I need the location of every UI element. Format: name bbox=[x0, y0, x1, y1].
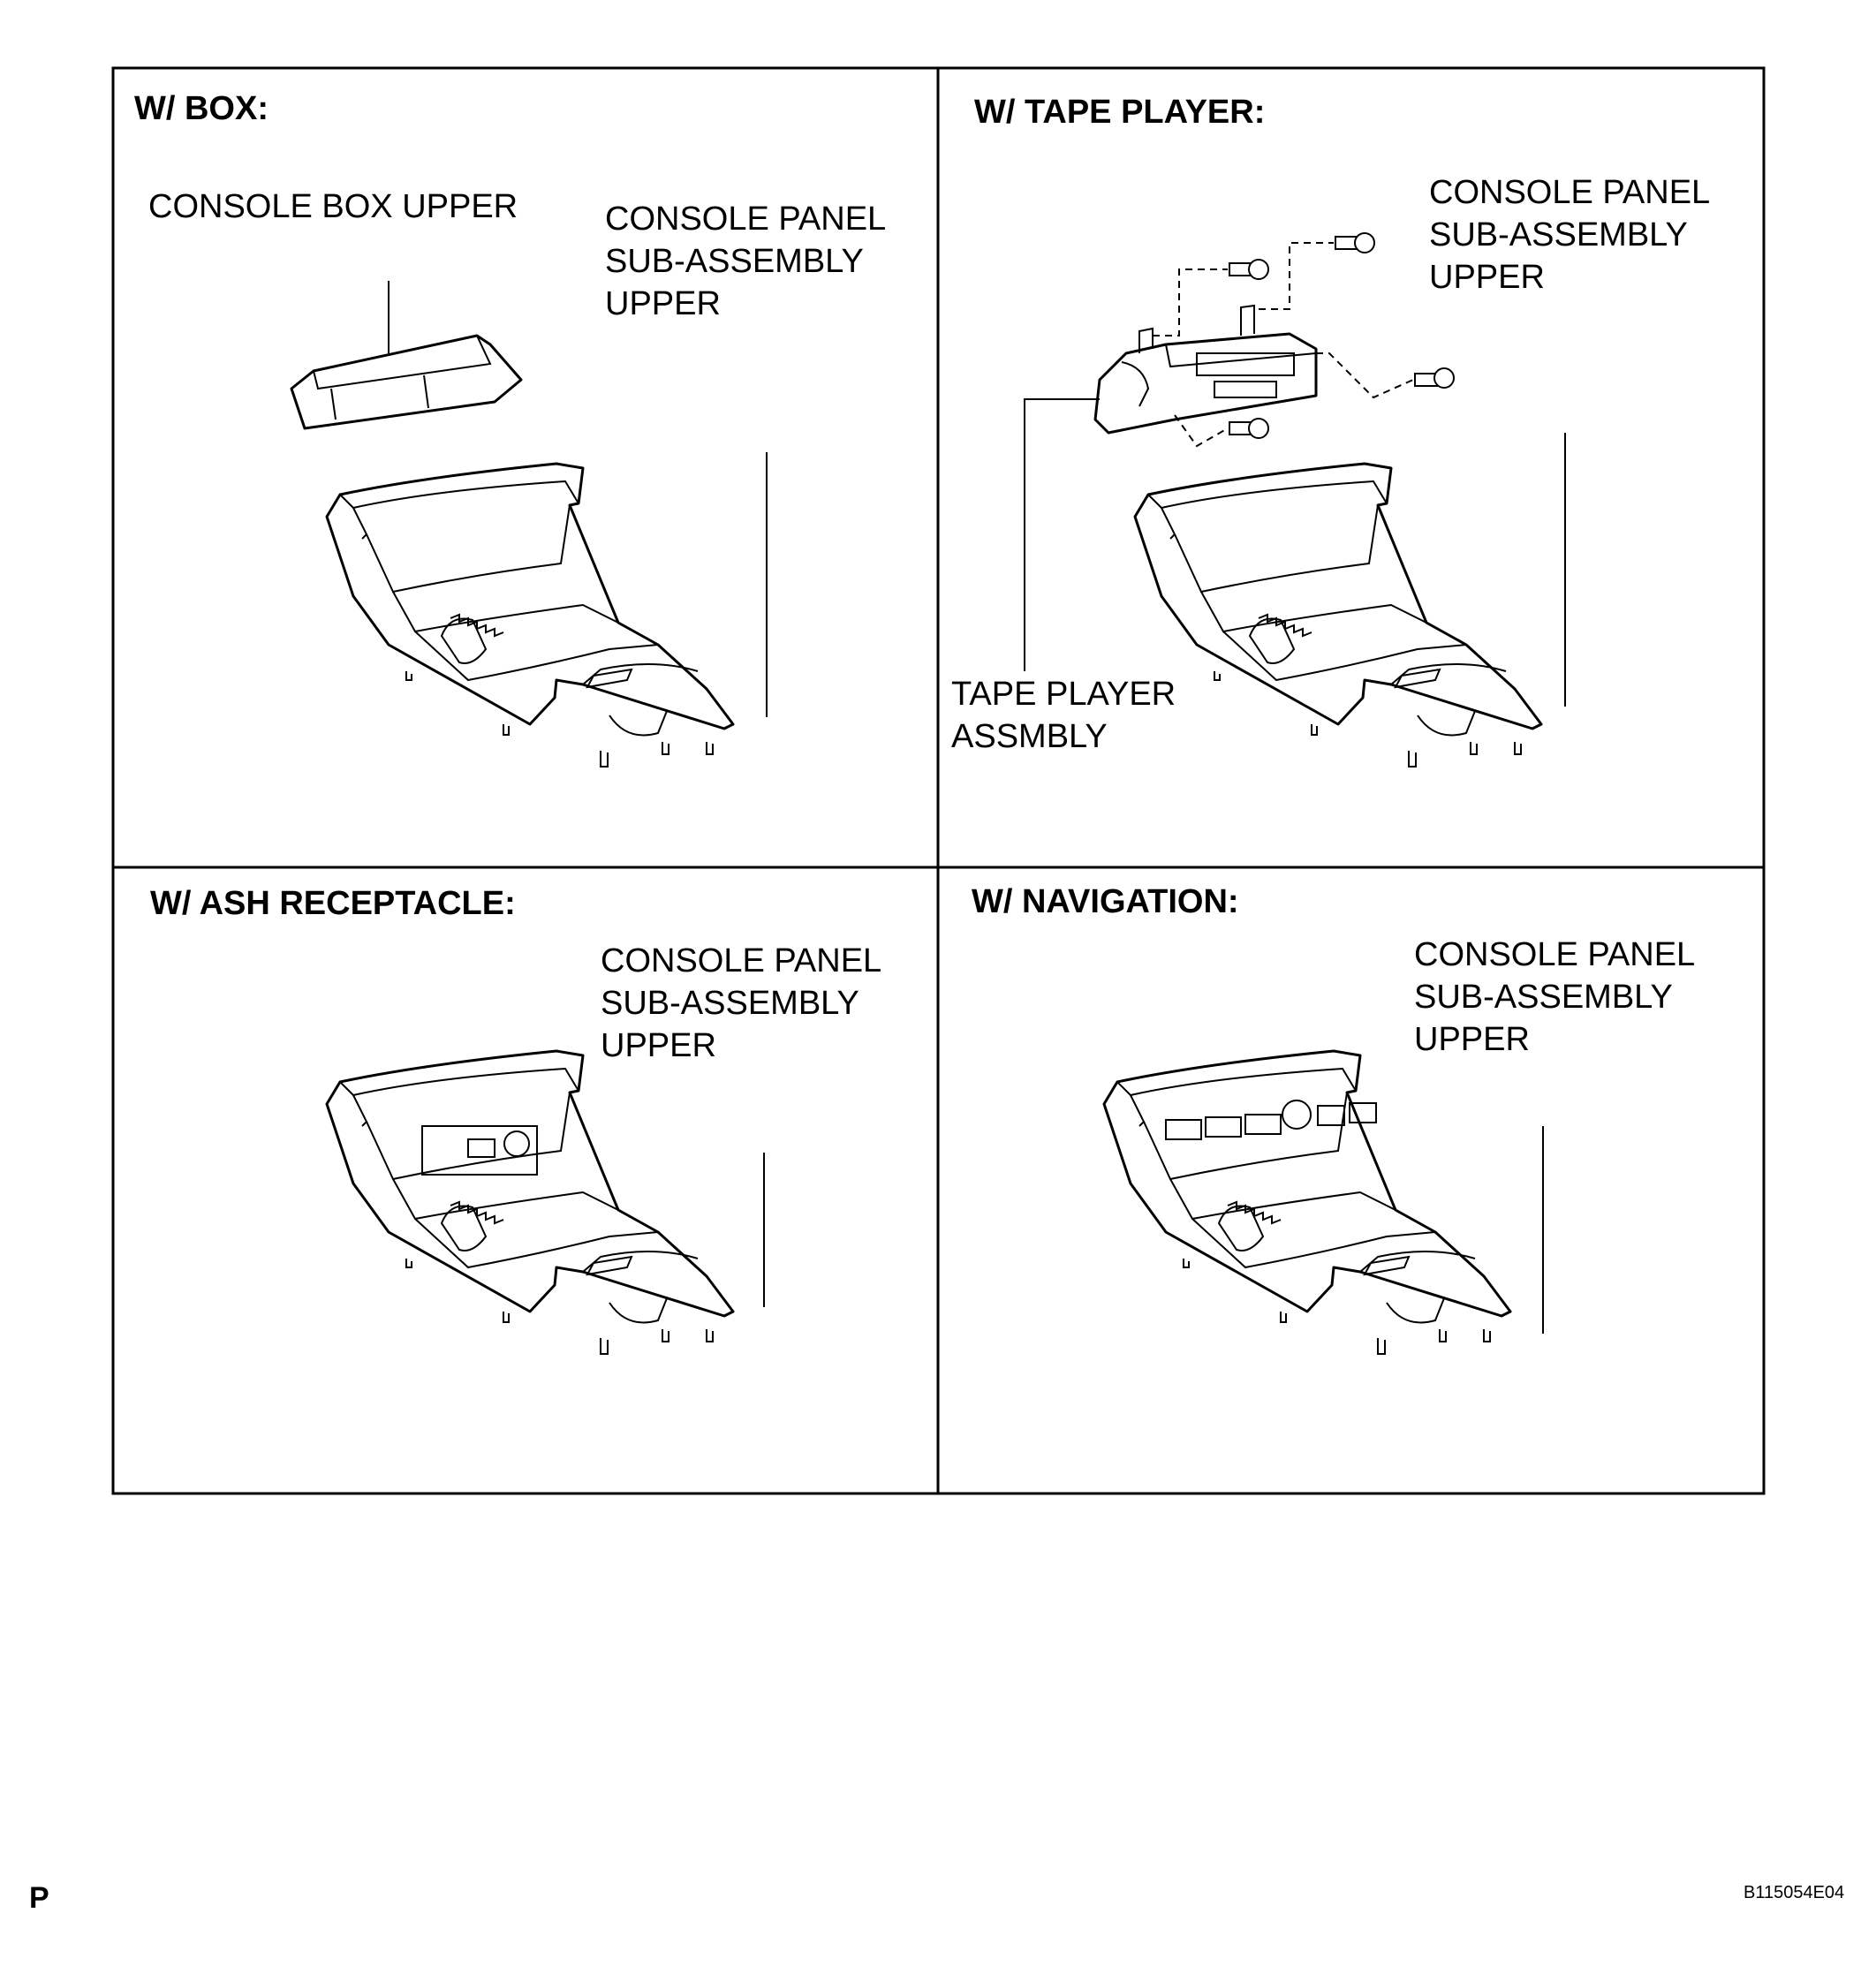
label-tape-player-assembly: TAPE PLAYER ASSMBLY bbox=[951, 676, 1176, 755]
figure-code: B115054E04 bbox=[1744, 1883, 1845, 1902]
label-console-box-upper: CONSOLE BOX UPPER bbox=[148, 188, 518, 225]
console-panel-4 bbox=[1102, 1049, 1512, 1356]
label-console-panel-navigation: CONSOLE PANEL SUB-ASSEMBLY UPPER bbox=[1414, 936, 1696, 1058]
navigation-switch-part bbox=[1165, 1100, 1377, 1140]
console-panel-3 bbox=[325, 1049, 735, 1356]
panel-title-navigation: W/ NAVIGATION: bbox=[972, 883, 1239, 920]
panel-title-tape-player: W/ TAPE PLAYER: bbox=[974, 94, 1266, 131]
label-console-panel-tape: CONSOLE PANEL SUB-ASSEMBLY UPPER bbox=[1429, 174, 1711, 296]
page-letter: P bbox=[29, 1881, 49, 1915]
label-console-panel-ash: CONSOLE PANEL SUB-ASSEMBLY UPPER bbox=[601, 942, 882, 1064]
label-console-panel-box: CONSOLE PANEL SUB-ASSEMBLY UPPER bbox=[605, 200, 887, 322]
ash-receptacle-part bbox=[421, 1125, 538, 1176]
screw-icons bbox=[1229, 232, 1455, 439]
tape-player-part bbox=[1093, 304, 1318, 435]
panel-title-box: W/ BOX: bbox=[134, 90, 269, 127]
console-panel-1 bbox=[325, 462, 735, 768]
panel-title-ash-receptacle: W/ ASH RECEPTACLE: bbox=[150, 885, 516, 922]
console-box-upper-part bbox=[290, 334, 523, 430]
console-panel-2 bbox=[1133, 462, 1543, 768]
